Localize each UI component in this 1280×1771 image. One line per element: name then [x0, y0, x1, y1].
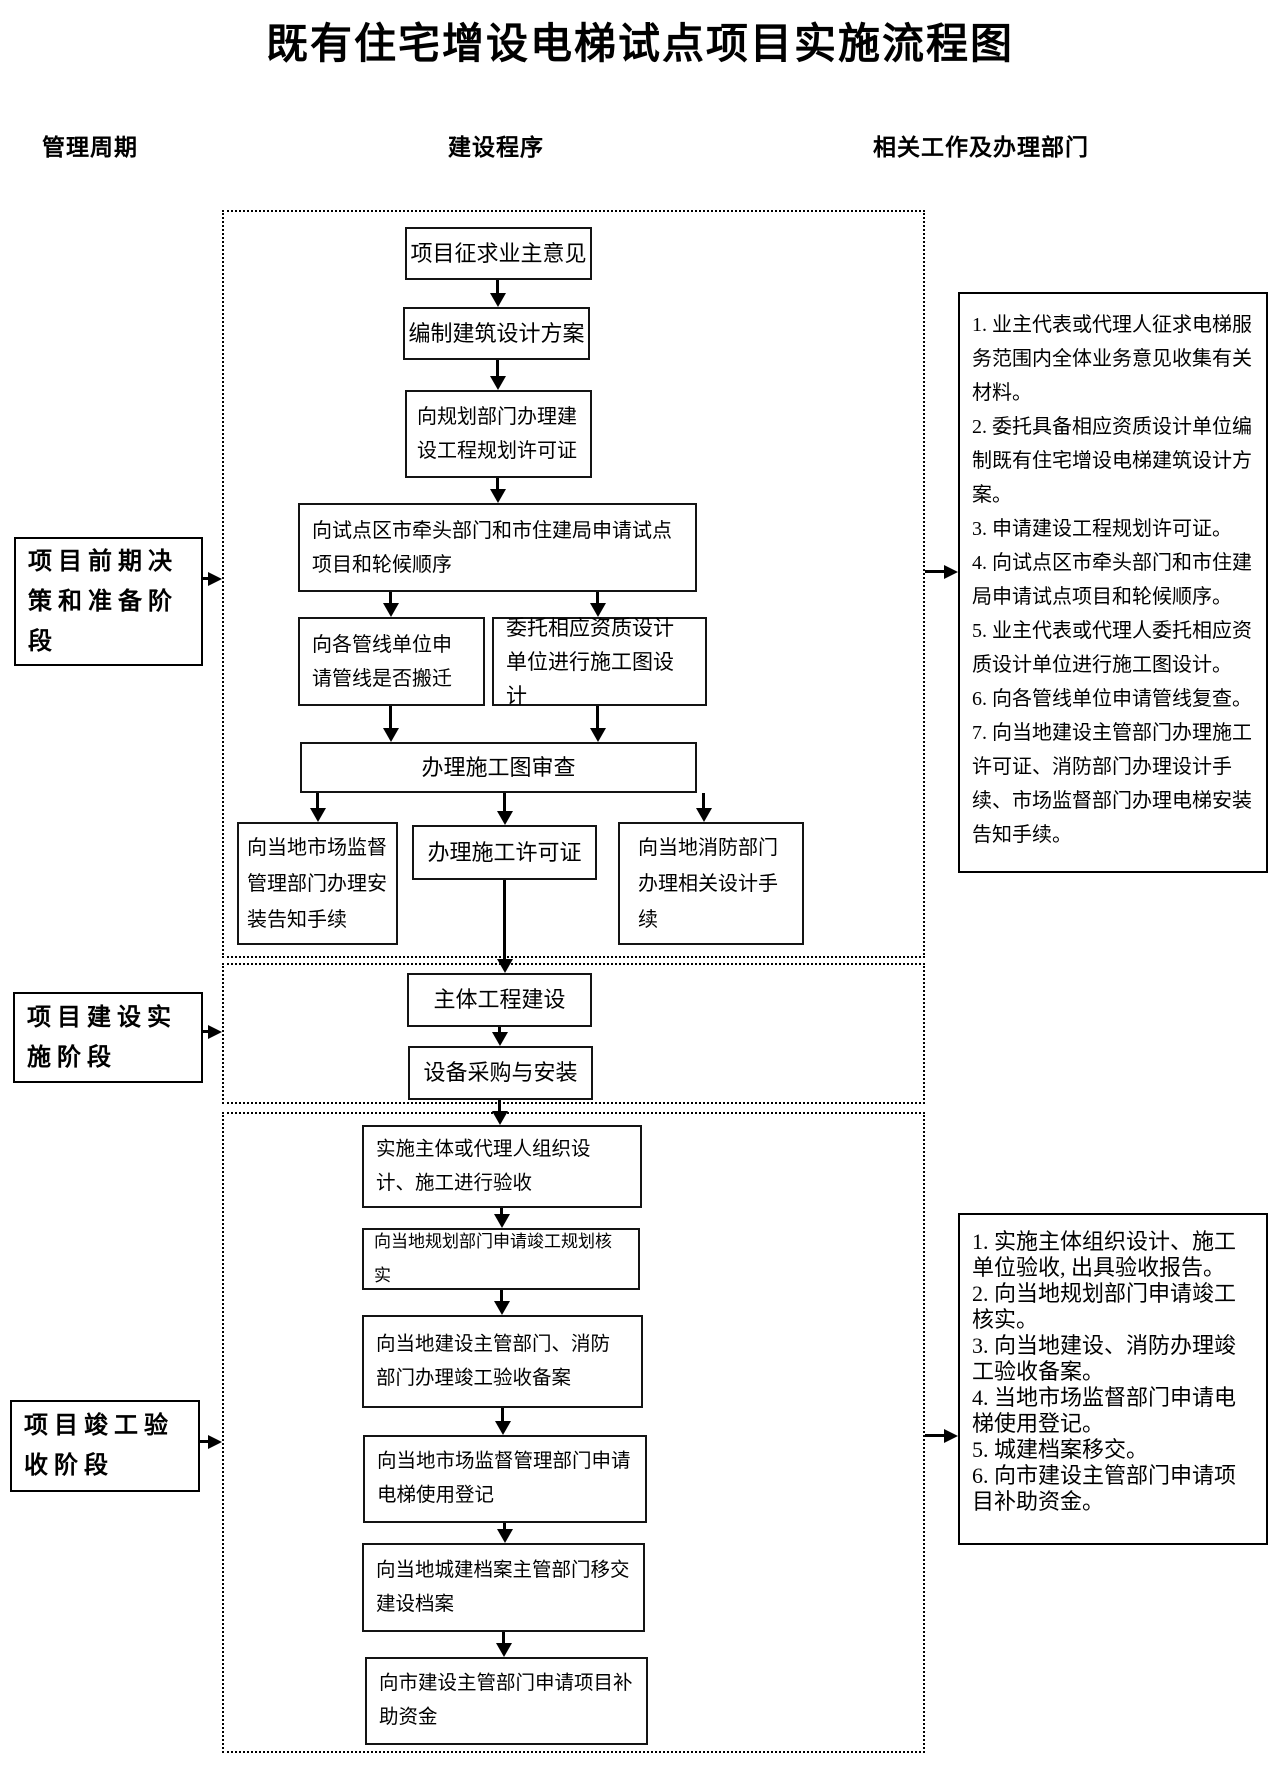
- flow-box-fire-design-procedures: 向当地消防部门办理相关设计手续: [618, 822, 804, 945]
- note-item: 1. 实施主体组织设计、施工单位验收, 出具验收报告。: [972, 1229, 1237, 1280]
- arrow-b16-b17: [503, 1523, 506, 1530]
- arrow-section3-to-note2: [925, 1434, 945, 1437]
- arrow-b3-b4: [496, 478, 499, 490]
- flow-box-main-construction: 主体工程建设: [407, 973, 592, 1027]
- flow-box-apply-pilot-project: 向试点区市牵头部门和市住建局申请试点项目和轮候顺序: [298, 503, 697, 592]
- flow-box-entrust-design-unit: 委托相应资质设计单位进行施工图设计: [492, 616, 707, 708]
- arrow-b5-b7: [389, 706, 392, 729]
- arrow-b7-b10: [702, 793, 705, 809]
- arrow-b12-b13: [498, 1100, 501, 1112]
- stage-box-implementation: 项目建设实施阶段: [13, 992, 203, 1083]
- note-item: 2. 向当地规划部门申请竣工核实。: [972, 1281, 1237, 1332]
- note-item: 3. 向当地建设、消防办理竣工验收备案。: [972, 1333, 1237, 1384]
- note-item: 5. 城建档案移交。: [972, 1437, 1149, 1462]
- column-header-related-work: 相关工作及办理部门: [873, 134, 1089, 160]
- flow-box-elevator-use-registration: 向当地市场监督管理部门申请电梯使用登记: [363, 1435, 647, 1523]
- section-phase3-border: [222, 1112, 925, 1753]
- arrow-b4-b5: [389, 592, 392, 604]
- flow-box-construction-permit: 办理施工许可证: [412, 825, 597, 880]
- flow-box-drawing-review: 办理施工图审查: [300, 742, 697, 793]
- note-item: 5. 业主代表或代理人委托相应资质设计单位进行施工图设计。: [972, 620, 1252, 676]
- arrow-b11-b12: [498, 1027, 501, 1033]
- flow-box-subsidy-application: 向市建设主管部门申请项目补助资金: [365, 1657, 648, 1745]
- arrow-stage3-to-section: [200, 1440, 209, 1443]
- flow-box-market-supervision-notice: 向当地市场监督管理部门办理安装告知手续: [237, 822, 398, 945]
- section-phase2-border: [222, 963, 925, 1104]
- page-title: 既有住宅增设电梯试点项目实施流程图: [265, 20, 1014, 67]
- flow-box-prepare-design-scheme: 编制建筑设计方案: [403, 307, 590, 360]
- arrow-b7-b8: [316, 793, 319, 809]
- arrow-b1-b2: [496, 280, 499, 294]
- arrow-b6-b7: [596, 706, 599, 729]
- flow-box-pipeline-relocation: 向各管线单位申请管线是否搬迁: [298, 617, 485, 706]
- note-item: 6. 向市建设主管部门申请项目补助资金。: [972, 1463, 1237, 1514]
- arrow-b17-b18: [502, 1632, 505, 1644]
- note-item: 4. 当地市场监督部门申请电梯使用登记。: [972, 1385, 1237, 1436]
- arrow-b15-b16: [501, 1408, 504, 1422]
- note-item: 4. 向试点区市牵头部门和市住建局申请试点项目和轮候顺序。: [972, 552, 1252, 608]
- flow-box-completion-filing: 向当地建设主管部门、消防部门办理竣工验收备案: [362, 1315, 643, 1408]
- flow-box-organize-acceptance: 实施主体或代理人组织设计、施工进行验收: [362, 1125, 642, 1208]
- flow-box-archives-transfer: 向当地城建档案主管部门移交建设档案: [362, 1543, 645, 1632]
- arrow-b9-b11: [503, 880, 506, 960]
- column-header-management-cycle: 管理周期: [42, 134, 138, 160]
- arrow-b13-b14: [500, 1208, 503, 1215]
- flow-box-planning-permit: 向规划部门办理建设工程规划许可证: [405, 390, 592, 478]
- note-item: 2. 委托具备相应资质设计单位编制既有住宅增设电梯建筑设计方案。: [972, 416, 1252, 506]
- flow-box-equipment-purchase-install: 设备采购与安装: [408, 1046, 593, 1100]
- arrow-stage2-to-section: [203, 1030, 209, 1033]
- flow-box-planning-verification: 向当地规划部门申请竣工规划核实: [362, 1228, 640, 1290]
- flow-box-solicit-owner-opinions: 项目征求业主意见: [405, 227, 592, 280]
- note-box-acceptance-tasks: 1. 实施主体组织设计、施工单位验收, 出具验收报告。 2. 向当地规划部门申请…: [958, 1213, 1268, 1545]
- note-item: 6. 向各管线单位申请管线复查。: [972, 688, 1252, 710]
- arrow-section1-to-note1: [925, 570, 945, 573]
- note-box-preparation-tasks: 1. 业主代表或代理人征求电梯服务范围内全体业务意见收集有关材料。 2. 委托具…: [958, 292, 1268, 873]
- arrow-b2-b3: [496, 360, 499, 377]
- note-item: 7. 向当地建设主管部门办理施工许可证、消防部门办理设计手续、市场监督部门办理电…: [972, 722, 1252, 846]
- section-phase1-border: [222, 210, 925, 958]
- stage-box-preparation: 项目前期决策和准备阶段: [14, 537, 203, 666]
- note-item: 3. 申请建设工程规划许可证。: [972, 518, 1232, 540]
- arrow-stage1-to-section: [203, 577, 209, 580]
- note-item: 1. 业主代表或代理人征求电梯服务范围内全体业务意见收集有关材料。: [972, 314, 1252, 404]
- column-header-construction-procedure: 建设程序: [448, 134, 544, 160]
- arrow-b14-b15: [500, 1290, 503, 1302]
- arrow-b4-b6: [596, 592, 599, 604]
- stage-box-acceptance: 项目竣工验收阶段: [10, 1400, 200, 1492]
- arrow-b7-b9: [503, 793, 506, 812]
